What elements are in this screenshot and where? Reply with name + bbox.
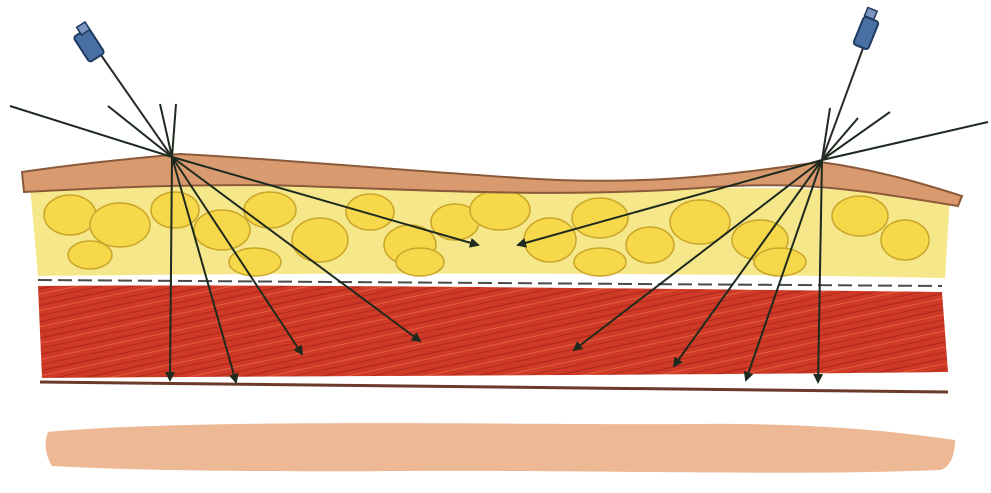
reference-line	[172, 104, 176, 157]
right-needle	[822, 7, 879, 160]
fat-lobule	[346, 194, 394, 230]
fat-lobule	[292, 218, 348, 262]
fascia-line	[40, 382, 948, 392]
fat-lobule	[151, 192, 199, 228]
fat-lobule	[194, 210, 250, 250]
fascia-line	[38, 280, 942, 286]
deep-tissue-layer	[46, 423, 955, 473]
fat-lobule	[572, 198, 628, 238]
muscle-layer	[38, 285, 948, 378]
fat-lobule	[626, 227, 674, 263]
fat-lobule	[574, 248, 626, 276]
reference-line	[10, 106, 172, 157]
left-needle	[73, 22, 172, 157]
fat-lobule	[754, 248, 806, 276]
fat-lobule	[229, 248, 281, 276]
reference-line	[822, 122, 988, 160]
fat-lobule	[244, 192, 296, 228]
fat-lobule	[470, 190, 530, 230]
fat-lobule	[68, 241, 112, 269]
fat-lobule	[396, 248, 444, 276]
fat-lobule	[524, 218, 576, 262]
fat-lobule	[832, 196, 888, 236]
fat-lobule	[90, 203, 150, 247]
fat-lobule	[44, 195, 96, 235]
fat-lobule	[881, 220, 929, 260]
